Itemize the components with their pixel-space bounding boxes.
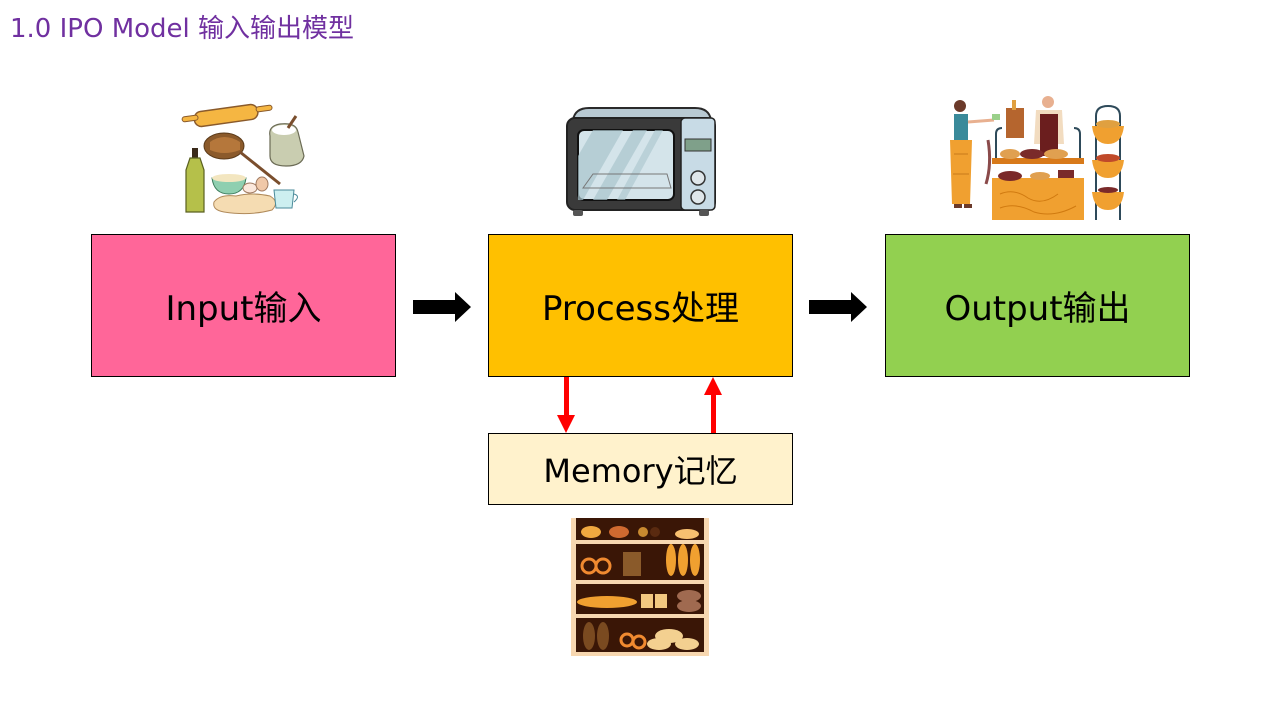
bread-shelves-illustration: [571, 518, 709, 656]
process-box: Process处理: [488, 234, 793, 377]
oven-illustration: [566, 107, 716, 216]
memory-box: Memory记忆: [488, 433, 793, 505]
pretzel-icon: [580, 544, 700, 576]
baker-icon: [1006, 96, 1064, 156]
water-cup-icon: [273, 189, 298, 209]
loaf-icon: [583, 622, 699, 650]
input-label: Input输入: [165, 289, 322, 329]
eggs-icon: [242, 176, 269, 194]
baguette-icon: [577, 590, 701, 612]
bakery-stall-illustration: [950, 96, 1124, 220]
input-to-process-arrow: [413, 292, 471, 322]
process-to-memory-arrow: [557, 377, 575, 433]
stall-table-icon: [992, 127, 1084, 220]
customer-icon: [950, 100, 1000, 208]
output-label: Output输出: [944, 289, 1131, 329]
output-box: Output输出: [885, 234, 1190, 377]
oil-bottle-icon: [185, 148, 205, 213]
pastry-icon: [581, 526, 699, 539]
baking-ingredients-illustration: [181, 103, 305, 215]
flour-sack-icon: [269, 115, 305, 167]
process-to-output-arrow: [809, 292, 867, 322]
memory-to-process-arrow: [704, 377, 722, 433]
bread-peel-icon: [203, 132, 281, 186]
input-box: Input输入: [91, 234, 396, 377]
process-label: Process处理: [542, 289, 739, 329]
basket-rack-icon: [1092, 104, 1124, 220]
dough-icon: [213, 193, 276, 215]
slide-title: 1.0 IPO Model 输入输出模型: [10, 14, 355, 44]
rolling-pin-icon: [181, 103, 273, 128]
memory-label: Memory记忆: [543, 452, 738, 490]
bowl-icon: [211, 174, 247, 195]
